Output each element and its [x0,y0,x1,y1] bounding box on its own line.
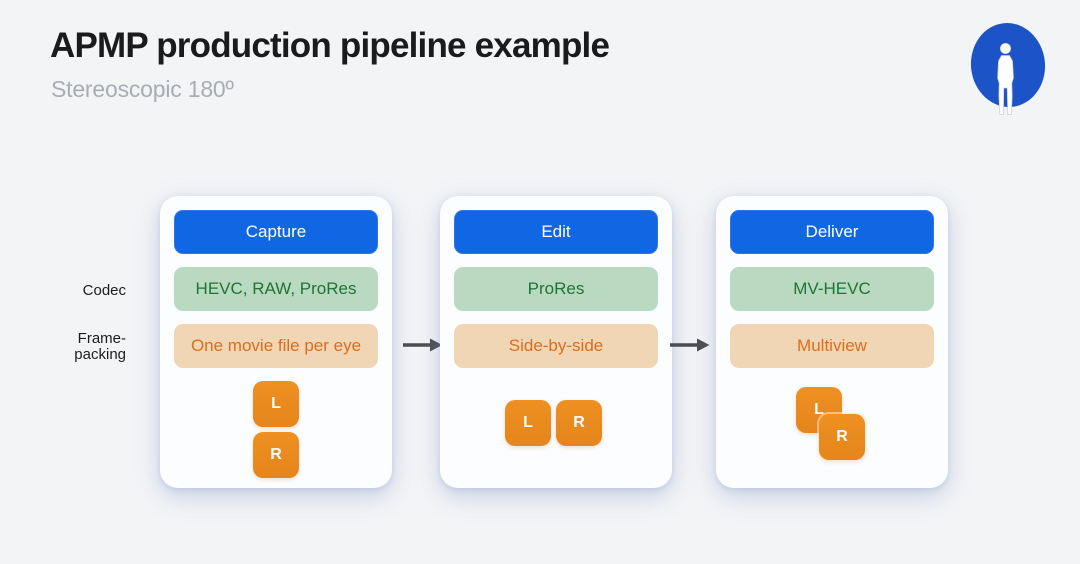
stage-card-capture: Capture HEVC, RAW, ProRes One movie file… [160,196,392,488]
right-arrow-icon [669,337,710,358]
frame-packing-box-deliver: Multiview [730,324,934,368]
right-eye-tile: R [819,414,865,460]
frame-packing-box-capture: One movie file per eye [174,324,378,368]
left-eye-tile: L [253,381,299,427]
frame-packing-box-edit: Side-by-side [454,324,658,368]
row-label-codec: Codec [30,283,126,298]
codec-box-capture: HEVC, RAW, ProRes [174,267,378,311]
codec-box-deliver: MV-HEVC [730,267,934,311]
right-arrow-icon [402,337,443,358]
right-eye-tile: R [253,432,299,478]
frame-packing-line1: Frame- [77,330,126,347]
row-label-codec-text: Codec [82,282,126,299]
person-in-blue-sphere-icon [962,16,1054,137]
stage-title-capture: Capture [174,210,378,254]
frame-packing-line2: packing [74,345,126,363]
left-eye-tile: L [505,400,551,446]
stage-card-edit: Edit ProRes Side-by-side L R [440,196,672,488]
page-title: APMP production pipeline example [50,26,610,65]
row-label-frame-packing: Frame- packing [30,331,126,362]
stage-card-deliver: Deliver MV-HEVC Multiview L R [716,196,948,488]
page-subtitle: Stereoscopic 180º [51,76,234,102]
codec-box-edit: ProRes [454,267,658,311]
stage-title-edit: Edit [454,210,658,254]
right-eye-tile: R [556,400,602,446]
stage-title-deliver: Deliver [730,210,934,254]
